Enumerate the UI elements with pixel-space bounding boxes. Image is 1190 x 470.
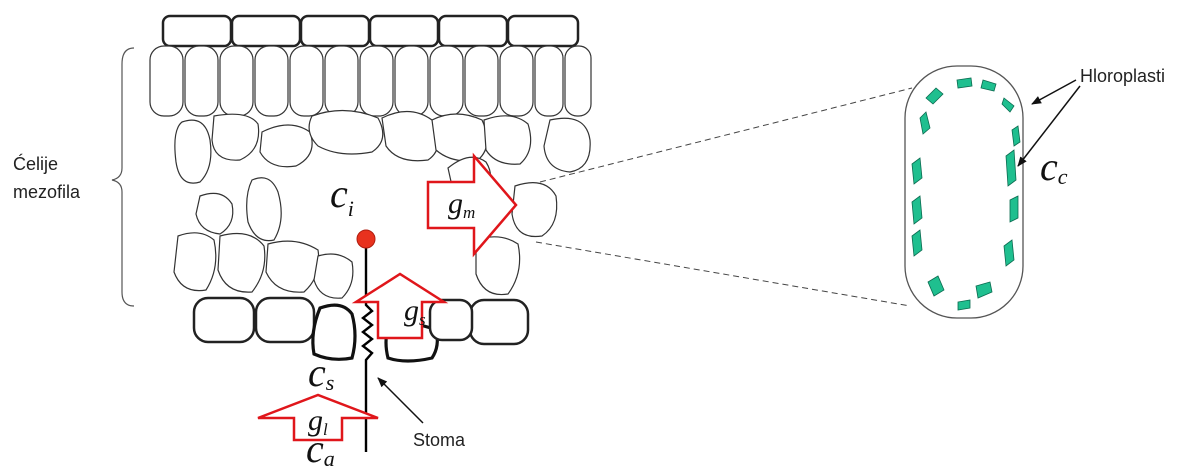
label-mesophyll-line1: Ćelije (13, 153, 58, 174)
label-chloroplasts: Hloroplasti (1080, 66, 1165, 86)
lower-epidermis (194, 298, 528, 344)
epidermis-cell-behind-gs (430, 300, 472, 340)
palisade-layer (150, 46, 591, 116)
zoom-line-bottom (536, 242, 910, 306)
zoom-line-top (540, 88, 912, 182)
symbol-cc: cc (1040, 144, 1068, 189)
upper-epidermis (163, 16, 578, 46)
label-stoma: Stoma (413, 430, 466, 450)
stoma-pointer-arrow (378, 378, 423, 423)
label-mesophyll-line2: mezofila (13, 182, 81, 202)
spongy-layer (174, 110, 590, 298)
symbol-ci: ci (330, 171, 354, 221)
mesophyll-brace (112, 48, 134, 306)
stoma-line (363, 244, 372, 452)
stoma-dot (357, 230, 375, 248)
